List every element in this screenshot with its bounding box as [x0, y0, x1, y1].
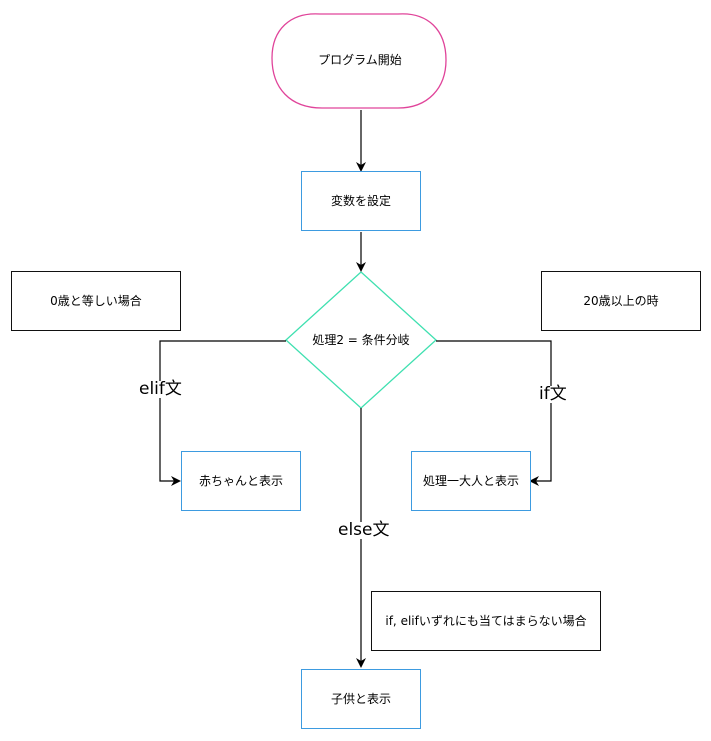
edge-branch-to-adult	[436, 340, 552, 486]
start-terminal-shape	[271, 13, 447, 109]
edge-branch-to-baby	[159, 340, 286, 486]
edge-label-else: else文	[336, 520, 392, 540]
branch-decision-label: 処理2 = 条件分岐	[312, 332, 410, 347]
edge-label-if: if文	[537, 384, 569, 404]
child-display-box: 子供と表示	[301, 669, 421, 729]
note-zero-age-box: 0歳と等しい場合	[11, 271, 181, 331]
baby-display-box: 赤ちゃんと表示	[181, 451, 301, 511]
note-else-box: if, elifいずれにも当てはまらない場合	[371, 591, 601, 651]
start-node-label: プログラム開始	[318, 52, 402, 67]
note-twenty-plus-box: 20歳以上の時	[541, 271, 701, 331]
adult-display-box: 処理一大人と表示	[411, 451, 531, 511]
set-variables-box: 変数を設定	[301, 171, 421, 231]
edge-label-elif: elif文	[137, 379, 184, 399]
